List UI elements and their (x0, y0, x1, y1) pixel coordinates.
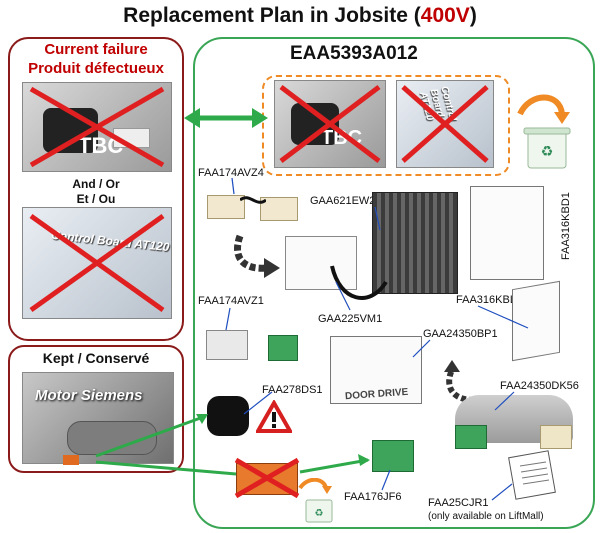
connector-beige (540, 425, 572, 449)
trash-bin-icon: ♻ (298, 478, 333, 523)
cross-icon (279, 85, 381, 163)
current-failure-panel (8, 37, 184, 341)
ferrite-faa278ds1 (207, 396, 249, 436)
double-arrow-icon (184, 108, 268, 128)
drive-gaa621ew2 (372, 192, 458, 294)
connector-faa174avz1-a (206, 330, 248, 360)
part-label-faa25cjr1: FAA25CJR1 (428, 497, 489, 509)
cable-icon (330, 265, 388, 300)
part-label-faa278ds1: FAA278DS1 (262, 384, 323, 396)
motor-connector (63, 455, 79, 465)
removed-parts-box (262, 75, 510, 176)
part-label-faa176jf6: FAA176JF6 (344, 491, 402, 503)
control-board-photo-removed: Control Board AT120 (396, 80, 494, 168)
pointer-faa24350dk56 (494, 391, 515, 411)
part-label-faa316kbl1: FAA316KBL1 (456, 294, 523, 306)
cross-icon (29, 213, 165, 313)
connector-green (455, 425, 487, 449)
pointer-gaa621ew2 (374, 206, 381, 231)
pointer-faa278ds1 (243, 391, 273, 415)
warning-icon (256, 400, 292, 433)
title-text: Replacement Plan in Jobsite ( (123, 4, 421, 27)
control-board-photo: Control Board AT120 (22, 207, 172, 319)
connector-faa176jf6 (372, 440, 414, 472)
title-suffix: ) (469, 4, 477, 27)
part-label-faa174avz1: FAA174AVZ1 (198, 295, 264, 307)
pointer-faa174avz1 (225, 307, 231, 331)
replacement-kit-panel (193, 37, 595, 529)
connector-faa174avz4-a (207, 195, 245, 219)
kept-title: Kept / Conservé (42, 350, 150, 366)
current-failure-title: Current failure Produit défectueux (14, 40, 178, 78)
liftmall-note: (only available on LiftMall) (428, 511, 544, 522)
failure-title-en: Current failure (44, 41, 148, 58)
svg-text:♻: ♻ (315, 508, 324, 519)
title-voltage: 400V (420, 4, 470, 27)
green-arrow-to-ferrite (95, 414, 207, 458)
transformer-gaa225vm1 (285, 236, 357, 290)
notepad-icon (508, 450, 556, 500)
part-label-faa174avz4: FAA174AVZ4 (198, 167, 264, 179)
cable-icon (240, 196, 266, 204)
pointer-faa316kbl1 (477, 305, 529, 329)
page-title: Replacement Plan in Jobsite (400V) (0, 4, 600, 28)
connector-faa174avz4-b (260, 197, 298, 221)
part-label-gaa24350bp1: GAA24350BP1 (423, 328, 498, 340)
part-label-faa24350dk56: FAA24350DK56 (500, 380, 579, 392)
andor-en: And / Or (72, 177, 120, 191)
bracket-faa316kbd1 (470, 186, 544, 280)
pointer-gaa24350bp1 (412, 339, 431, 358)
trash-bin-icon: ♻ (517, 94, 571, 169)
curved-arrow-icon (234, 234, 280, 278)
kept-panel (8, 345, 184, 473)
pointer-faa174avz4 (231, 177, 235, 195)
motor-label: Motor Siemens (35, 387, 143, 404)
encoder-photo-removed: TBC (274, 80, 386, 168)
connector-faa174avz1-b (268, 335, 298, 361)
cross-icon (401, 85, 489, 163)
failure-title-fr: Produit défectueux (28, 60, 164, 77)
green-arrow-to-connector (95, 460, 237, 476)
part-label-gaa621ew2: GAA621EW2 (310, 195, 376, 207)
cross-icon (234, 457, 300, 499)
door-drive-gaa24350bp1: DOOR DRIVE (330, 336, 422, 404)
pointer-faa25cjr1 (491, 483, 513, 501)
and-or-label: And / Or Et / Ou (14, 177, 178, 207)
andor-fr: Et / Ou (76, 192, 116, 206)
pointer-gaa225vm1 (335, 281, 351, 311)
svg-text:♻: ♻ (541, 144, 554, 160)
pointer-faa176jf6 (381, 469, 391, 491)
encoder-photo: TBC (22, 82, 172, 172)
curved-arrow-icon (444, 360, 475, 403)
cross-icon (29, 86, 165, 168)
kit-code: EAA5393A012 (290, 43, 418, 64)
part-label-gaa225vm1: GAA225VM1 (318, 313, 383, 325)
green-arrow-to-faa176jf6 (299, 458, 369, 474)
